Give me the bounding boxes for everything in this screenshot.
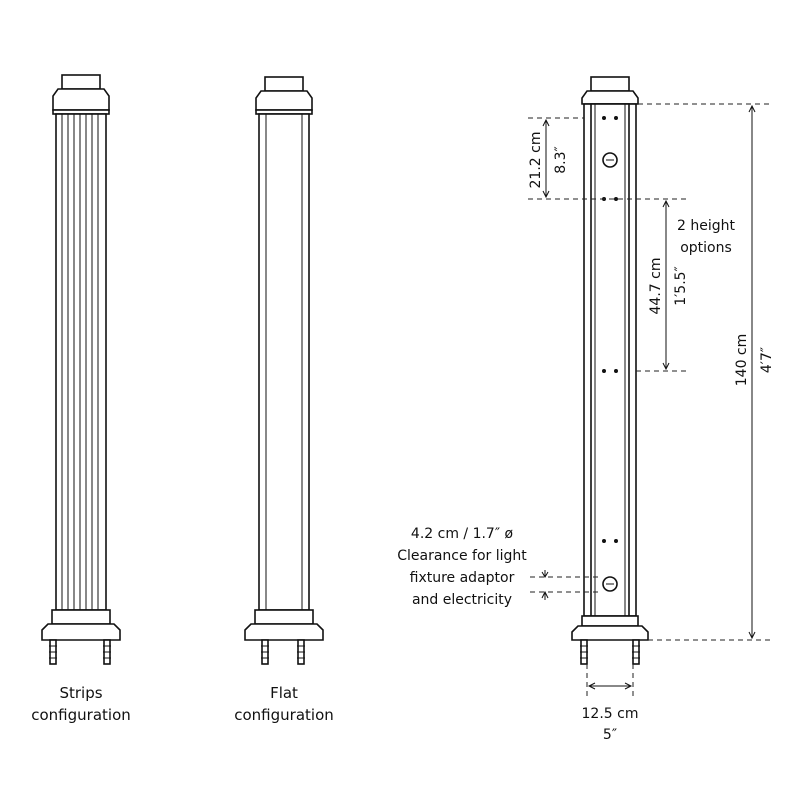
height-options-line1: 2 height [677, 218, 735, 234]
open-post [571, 76, 649, 665]
dimension-arrows [541, 104, 756, 690]
strips-post [41, 74, 121, 665]
strips-caption-line1: Strips [59, 684, 102, 702]
clearance-line3: fixture adaptor [410, 570, 515, 586]
cable-port-bottom [602, 576, 618, 592]
dim-width-metric: 12.5 cm [582, 706, 639, 722]
height-options-line2: options [680, 240, 732, 256]
cable-port-top [602, 152, 618, 168]
flat-caption-line2: configuration [234, 706, 334, 724]
clearance-line2: Clearance for light [397, 548, 527, 564]
dim-top-metric: 21.2 cm [528, 132, 544, 189]
flat-caption-line1: Flat [270, 684, 298, 702]
reference-lines [528, 103, 770, 700]
clearance-line4: and electricity [412, 592, 512, 608]
dim-width-imperial: 5″ [603, 727, 617, 743]
dim-total-imperial: 4′7″ [759, 347, 775, 373]
dim-total-metric: 140 cm [734, 334, 750, 387]
flat-post [244, 76, 324, 665]
clearance-line1: 4.2 cm / 1.7″ ø [411, 526, 514, 542]
dim-top-imperial: 8.3″ [553, 146, 569, 174]
dim-middle-metric: 44.7 cm [648, 258, 664, 315]
strips-caption-line2: configuration [31, 706, 131, 724]
dim-middle-imperial: 1′5.5″ [673, 266, 689, 306]
